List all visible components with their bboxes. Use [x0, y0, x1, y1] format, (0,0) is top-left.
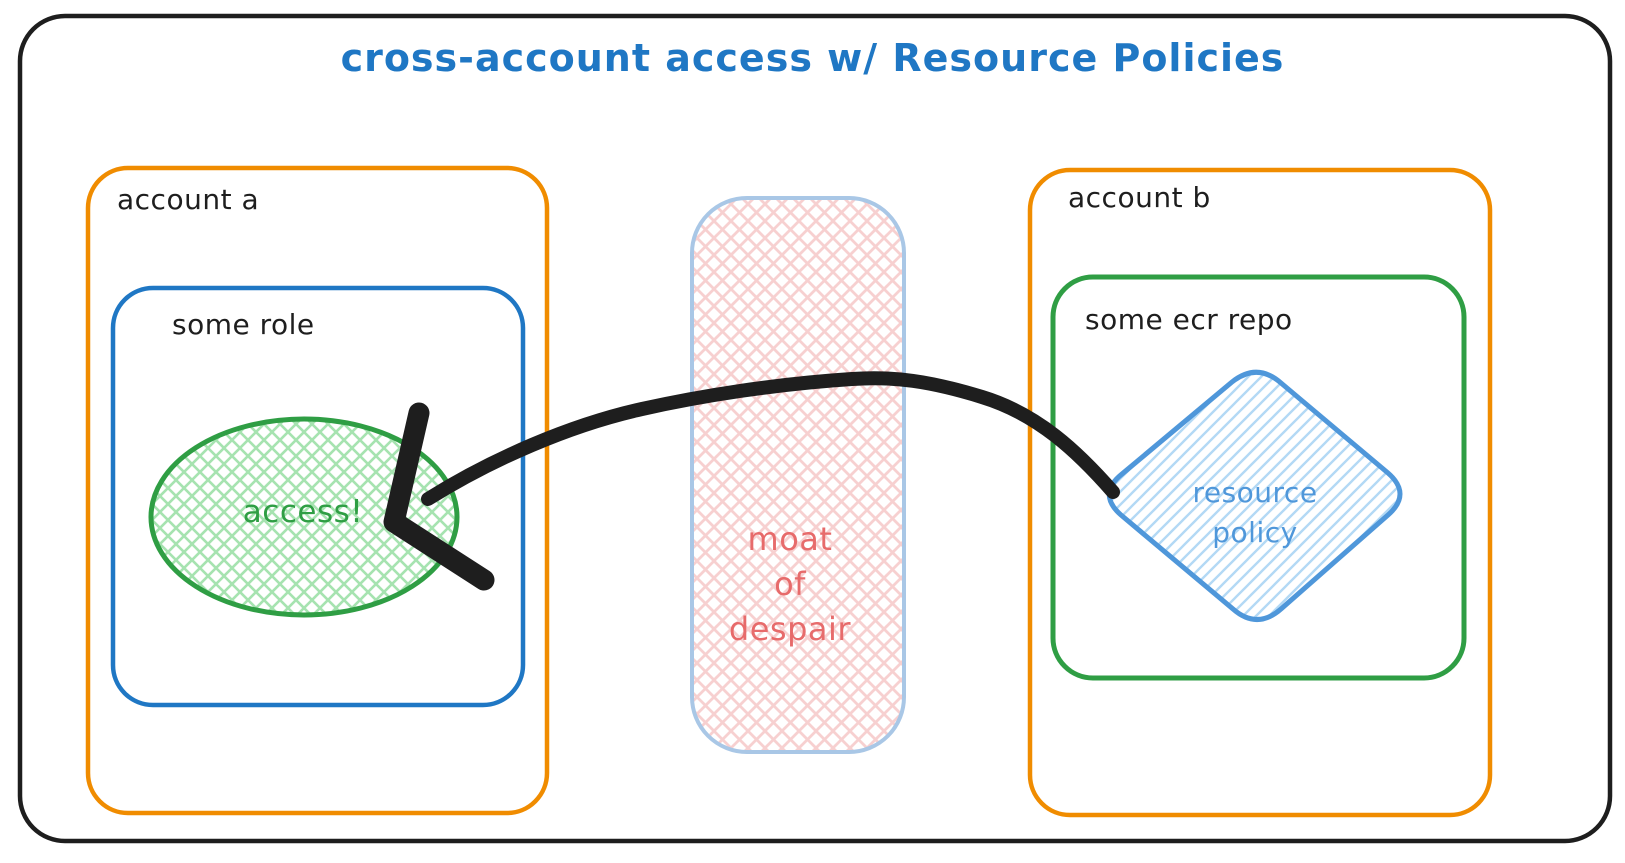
ecr-repo-box: [1050, 274, 1467, 681]
resource-policy-line2: policy: [1212, 516, 1298, 549]
moat-label-line1: moat: [747, 520, 833, 558]
diagram-title: cross-account access w/ Resource Policie…: [340, 36, 1285, 80]
resource-policy-label: resource policy: [1192, 473, 1317, 553]
resource-policy-diamond: [1106, 369, 1403, 622]
some-role-box: [110, 285, 526, 708]
account-a-box: [85, 165, 550, 816]
outer-frame: [17, 13, 1613, 844]
resource-policy-line1: resource: [1192, 476, 1318, 509]
access-label: access!: [242, 494, 364, 530]
some-role-label: some role: [172, 308, 315, 341]
account-b-box: [1027, 167, 1493, 818]
ecr-repo-label: some ecr repo: [1085, 303, 1293, 336]
moat-box: [690, 196, 906, 754]
account-a-label: account a: [117, 183, 260, 216]
moat-label: moat of despair: [729, 517, 851, 652]
access-arrow-shaft: [421, 371, 1120, 506]
account-b-label: account b: [1068, 181, 1211, 214]
moat-label-line2: of: [774, 565, 806, 603]
moat-label-line3: despair: [728, 610, 852, 648]
access-arrow-head: [383, 402, 495, 591]
access-ellipse: [148, 416, 460, 618]
